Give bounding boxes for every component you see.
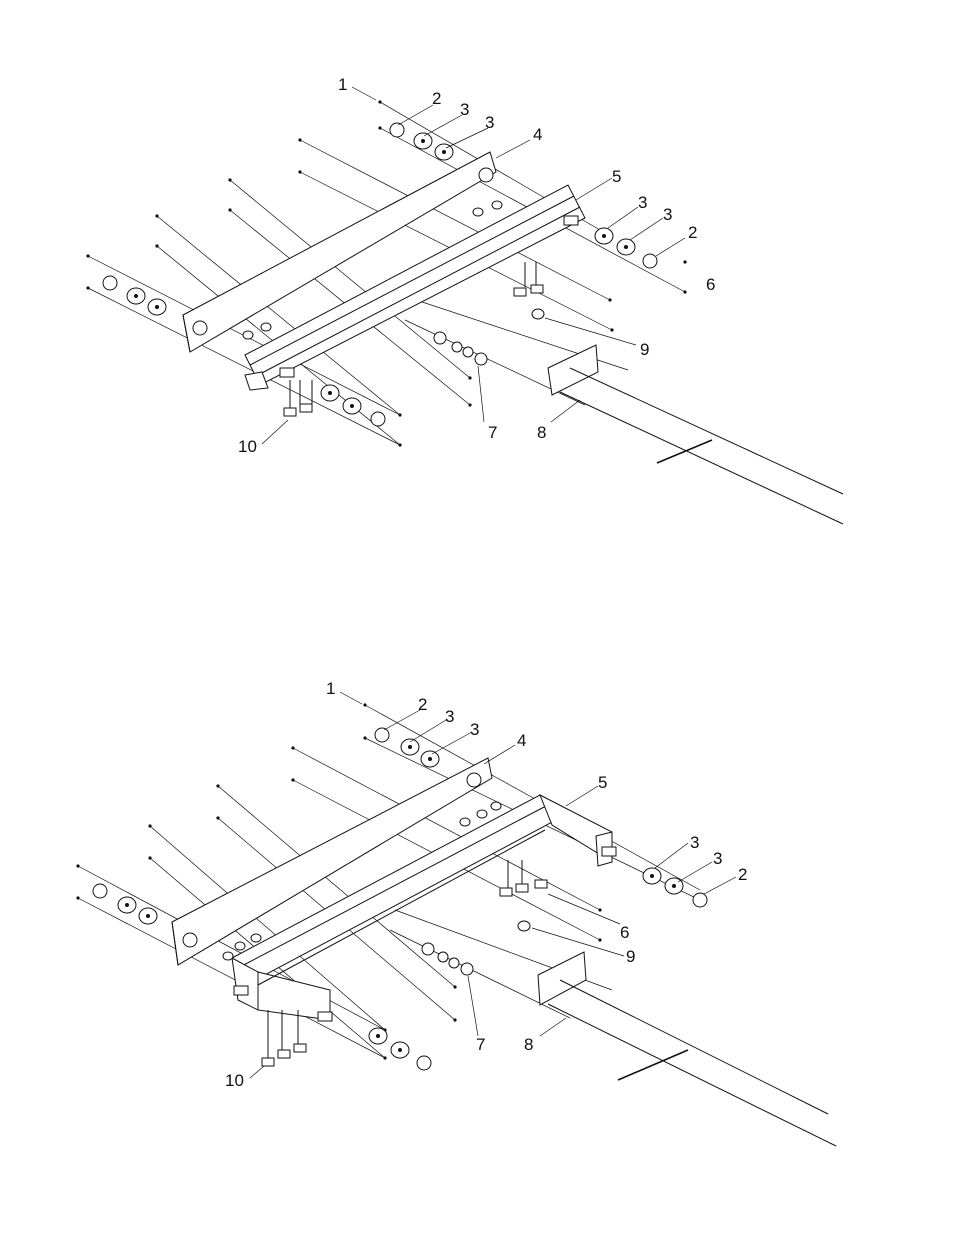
callout-5: 5	[612, 167, 621, 186]
callout-4: 4	[517, 731, 526, 750]
top-right-fasteners	[564, 216, 657, 268]
callout-6: 6	[620, 923, 629, 942]
callout-3c: 3	[638, 193, 647, 212]
callout-8: 8	[537, 423, 546, 442]
top-endpoint-dots	[86, 100, 686, 446]
callout-1: 1	[338, 75, 347, 94]
callout-3b: 3	[485, 113, 494, 132]
callout-10: 10	[225, 1071, 244, 1090]
callout-3: 3	[460, 100, 469, 119]
callout-3b: 3	[470, 720, 479, 739]
callout-2b: 2	[738, 865, 747, 884]
callout-1: 1	[326, 679, 335, 698]
top-tongue-bar	[548, 345, 843, 524]
callout-2: 2	[418, 695, 427, 714]
bottom-endpoint-dots	[76, 703, 601, 1059]
bottom-right-fasteners	[602, 847, 707, 907]
callout-10: 10	[238, 437, 257, 456]
callout-9: 9	[626, 947, 635, 966]
callout-6: 6	[706, 275, 715, 294]
top-assembly-figure: 1 2 3 3 4 5 3 3 2 6 9 7 8 10	[86, 75, 843, 524]
callout-3: 3	[445, 707, 454, 726]
top-spacer-set	[434, 332, 487, 365]
callout-4: 4	[533, 125, 542, 144]
callout-3d: 3	[663, 205, 672, 224]
top-lower-fasteners	[280, 368, 385, 426]
callout-2: 2	[432, 89, 441, 108]
callout-8: 8	[524, 1035, 533, 1054]
callout-5: 5	[598, 773, 607, 792]
callout-7: 7	[488, 423, 497, 442]
callout-2b: 2	[688, 223, 697, 242]
top-explode-lines	[88, 102, 685, 445]
bottom-tongue-bar	[538, 952, 836, 1146]
callout-9: 9	[640, 340, 649, 359]
callout-3d: 3	[713, 849, 722, 868]
callout-3c: 3	[690, 833, 699, 852]
callout-7: 7	[476, 1035, 485, 1054]
bottom-assembly-figure: 1 2 3 3 4 5 3 3 2 6 9 7 8 10	[76, 679, 836, 1146]
bottom-spacer-set	[422, 943, 473, 975]
